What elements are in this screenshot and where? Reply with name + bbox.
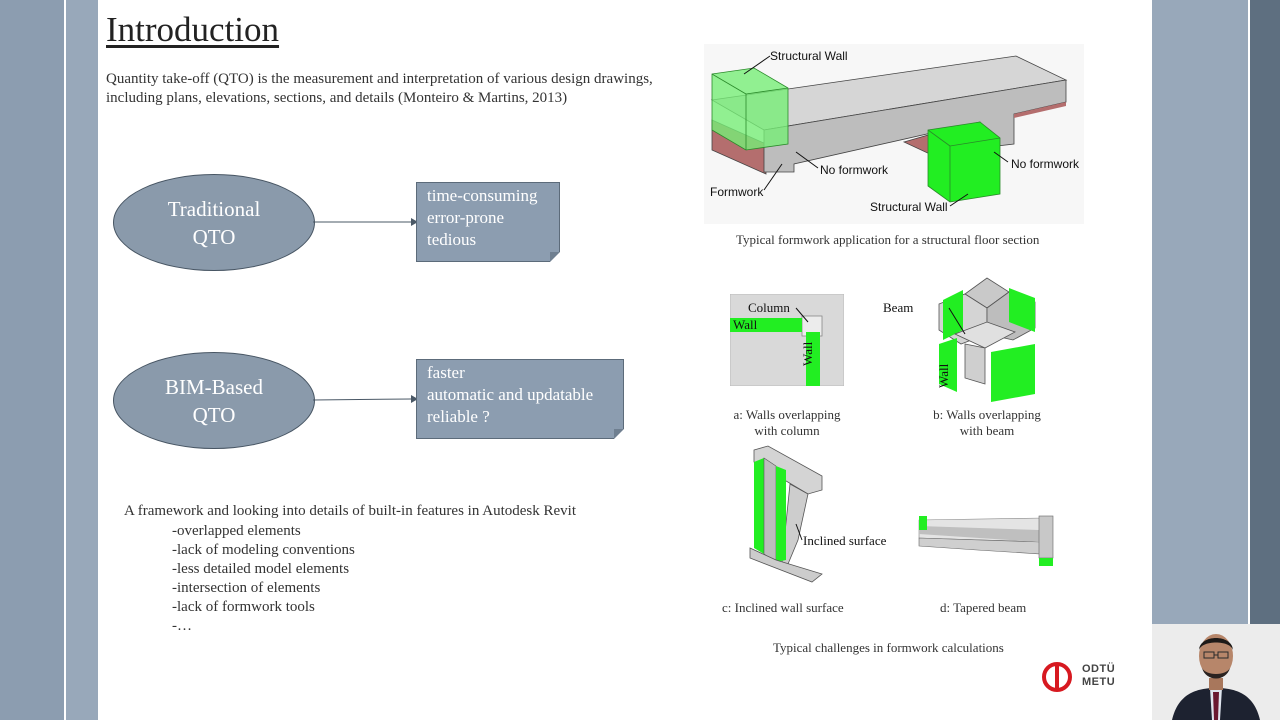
bim-note: automatic and updatable [427, 385, 594, 404]
beam-label: Beam [883, 300, 914, 315]
panel-b-figure [938, 277, 1036, 402]
no-formwork-label: No formwork [1011, 157, 1080, 171]
traditional-qto-ellipse: Traditional QTO [113, 174, 315, 271]
slide-title: Introduction [106, 10, 280, 49]
panel-c-figure [749, 445, 823, 583]
left-divider [64, 0, 66, 720]
wall-label: Wall [936, 363, 951, 388]
bim-notes-box: faster automatic and updatable reliable … [416, 359, 624, 439]
intro-paragraph: Quantity take-off (QTO) is the measureme… [106, 71, 653, 106]
wall-label: Wall [733, 317, 758, 332]
presenter-avatar [1152, 624, 1280, 720]
right-divider [1248, 0, 1250, 720]
metu-logo-text: ODTÜ METU [1082, 663, 1115, 689]
traditional-note: time-consuming [427, 186, 538, 205]
note-fold-corner [614, 429, 624, 439]
framework-heading: A framework and looking into details of … [124, 503, 576, 519]
top-figure-caption: Typical formwork application for a struc… [736, 232, 1040, 247]
bim-qto-label: BIM-Based QTO [165, 374, 263, 427]
panel-d-caption: d: Tapered beam [940, 600, 1027, 615]
traditional-notes-box: time-consuming error-prone tedious [416, 182, 560, 262]
wall-label: Wall [800, 341, 815, 366]
traditional-note: tedious [427, 230, 477, 249]
metu-logo-icon [1042, 662, 1072, 692]
panel-a-caption: a: Walls overlapping with column [733, 407, 841, 438]
formwork-label: Formwork [710, 185, 764, 199]
logo-line: METU [1082, 676, 1116, 688]
panel-b-caption: b: Walls overlapping with beam [933, 407, 1041, 438]
panel-a-figure [730, 294, 844, 386]
presenter-webcam [1152, 624, 1280, 720]
framework-item: -overlapped elements [172, 523, 301, 539]
framework-item: -lack of formwork tools [172, 599, 315, 615]
formwork-floor-figure [704, 44, 1084, 224]
traditional-qto-label: Traditional QTO [167, 196, 261, 249]
structural-wall-label: Structural Wall [770, 49, 848, 63]
bim-note: reliable ? [427, 407, 490, 426]
logo-line: ODTÜ [1082, 663, 1116, 675]
bim-qto-ellipse: BIM-Based QTO [113, 352, 315, 449]
panel-d-figure [918, 515, 1054, 566]
framework-item: -less detailed model elements [172, 561, 350, 577]
bottom-figure-caption: Typical challenges in formwork calculati… [773, 640, 1004, 655]
panel-c-caption: c: Inclined wall surface [722, 600, 844, 615]
inclined-surface-label: Inclined surface [803, 533, 887, 548]
traditional-note: error-prone [427, 208, 505, 227]
framework-item: -lack of modeling conventions [172, 542, 355, 558]
no-formwork-label: No formwork [820, 163, 889, 177]
note-fold-corner [550, 252, 560, 262]
left-side-strip [66, 0, 98, 720]
traditional-arrow [313, 218, 418, 226]
structural-wall-label: Structural Wall [870, 200, 948, 214]
framework-list: -overlapped elements -lack of modeling c… [172, 522, 355, 636]
framework-item: -… [172, 618, 192, 634]
right-background-panel [1250, 0, 1280, 720]
right-side-strip [1152, 0, 1248, 720]
framework-item: -intersection of elements [172, 580, 321, 596]
column-label: Column [748, 300, 790, 315]
bim-note: faster [427, 363, 465, 382]
bim-arrow [313, 395, 418, 403]
left-background-panel [0, 0, 64, 720]
